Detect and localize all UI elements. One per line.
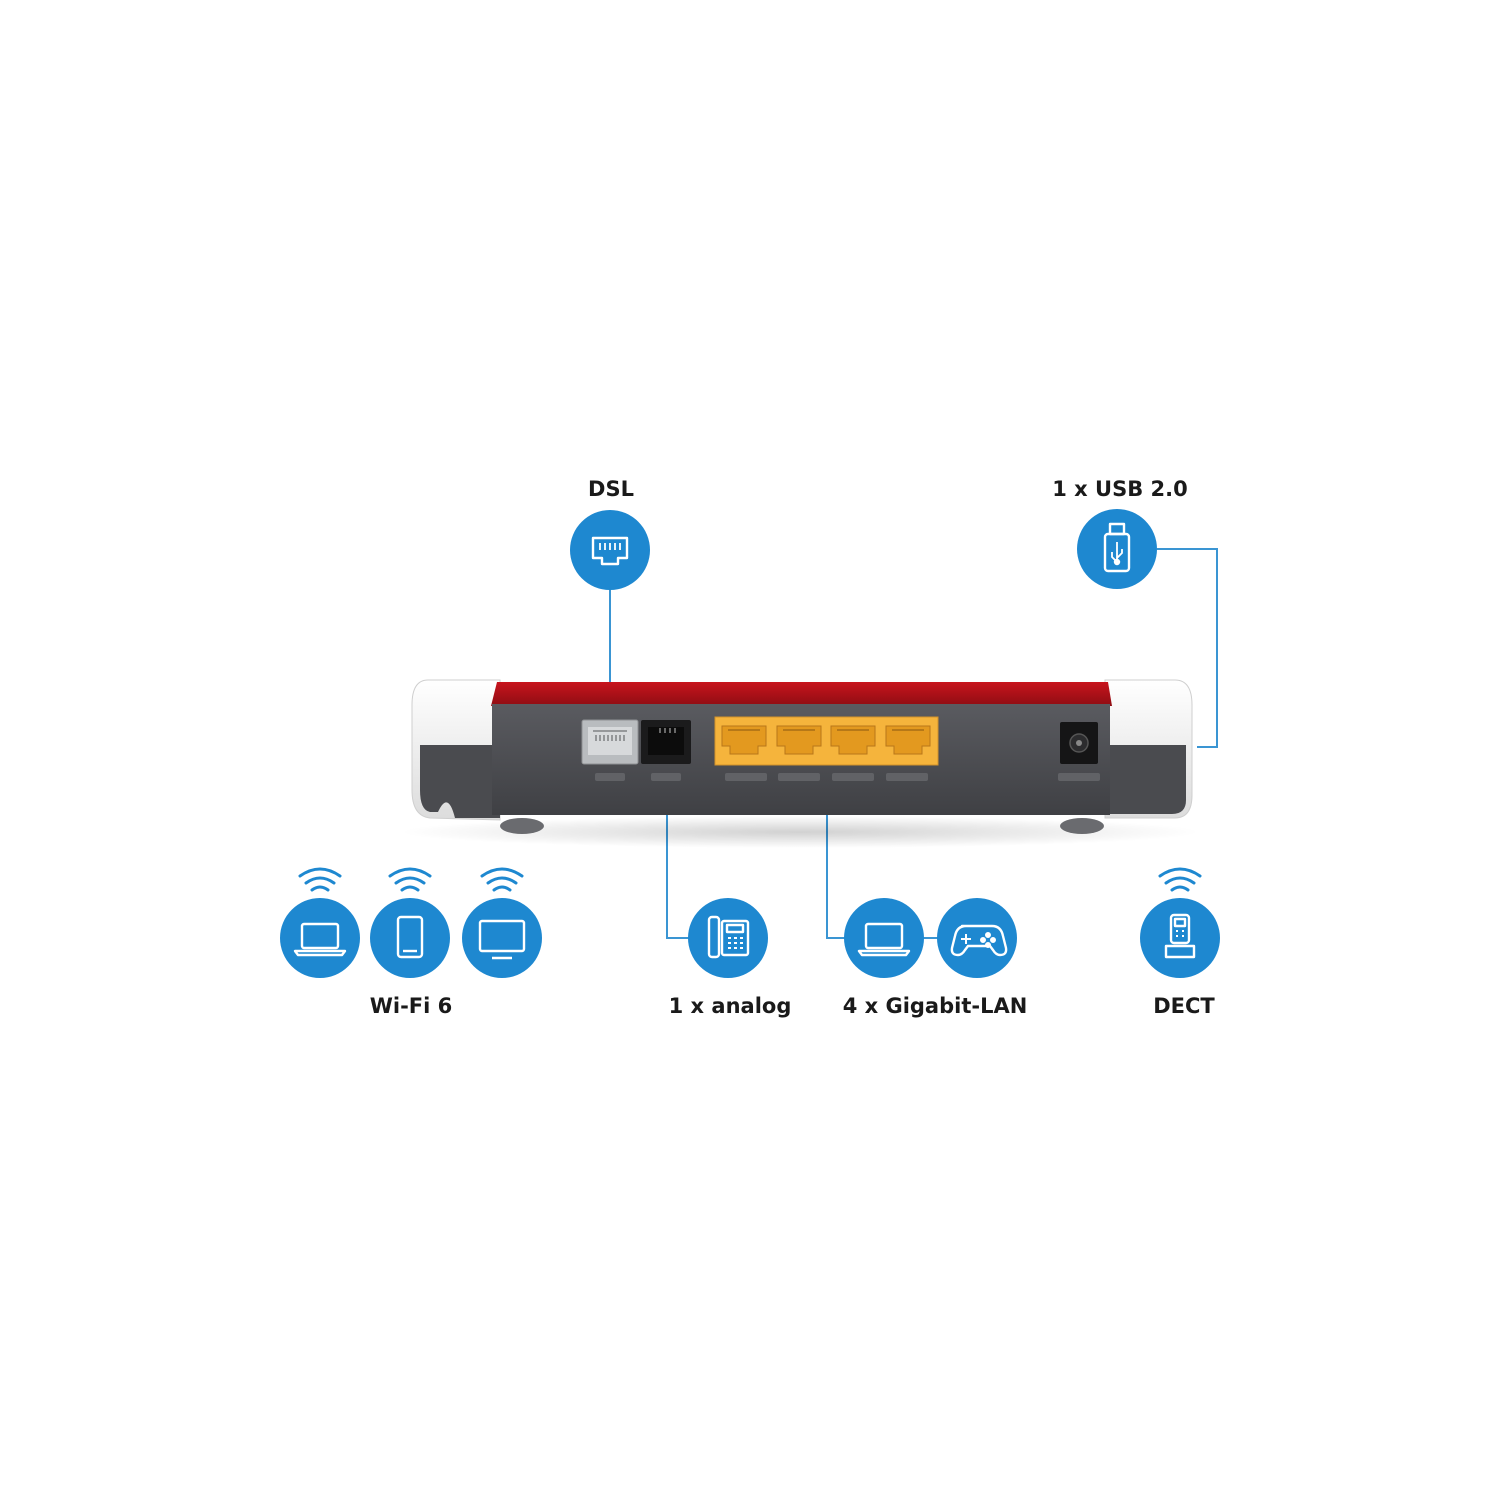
dect-group: [1140, 867, 1220, 978]
power-jack: [1060, 722, 1098, 764]
ethernet-port-icon: [591, 536, 629, 566]
laptop-icon: [293, 922, 347, 957]
router-foot: [1060, 818, 1104, 834]
desk-phone-icon: [707, 915, 750, 959]
router-shadow: [400, 816, 1200, 848]
router-foot: [500, 818, 544, 834]
router-device: [400, 679, 1200, 848]
router-left-cap-dark: [420, 745, 500, 818]
analog-badge: [688, 898, 768, 978]
lan-label: 4 x Gigabit-LAN: [842, 994, 1028, 1018]
usb-stick-icon: [1103, 522, 1131, 573]
lan-devices-group: [844, 898, 1017, 978]
wifi-label: Wi-Fi 6: [369, 994, 453, 1018]
dsl-label: DSL: [588, 477, 634, 501]
wifi-waves-icon: [1158, 867, 1202, 892]
monitor-icon: [478, 919, 526, 960]
usb-label: 1 x USB 2.0: [1052, 477, 1188, 501]
dect-label: DECT: [1153, 994, 1215, 1018]
fon-port: [641, 720, 691, 764]
router-top-band: [491, 682, 1112, 706]
gamepad-icon: [950, 924, 1008, 957]
cordless-phone-icon: [1164, 913, 1196, 959]
usb-connector-line: [1157, 548, 1218, 748]
wifi-waves-icon: [480, 867, 524, 892]
analog-connector-line: [666, 812, 690, 939]
port-print-marks: [595, 773, 1100, 781]
wifi-devices-group: [280, 867, 542, 978]
smartphone-icon: [396, 915, 424, 959]
lan-ports: [714, 716, 939, 766]
usb-badge: [1077, 509, 1157, 589]
wifi-waves-icon: [388, 867, 432, 892]
router-right-cap-dark: [1105, 745, 1186, 814]
wifi-waves-icon: [298, 867, 342, 892]
laptop-icon: [857, 922, 911, 957]
dsl-port: [581, 719, 639, 765]
dsl-badge: [570, 510, 650, 590]
analog-label: 1 x analog: [668, 994, 792, 1018]
